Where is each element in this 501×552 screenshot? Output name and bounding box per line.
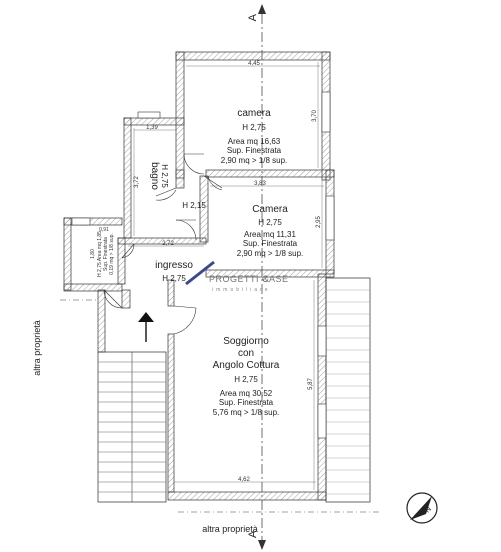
watermark-logo-icon: [185, 260, 215, 286]
closet-info-line-1: H 2,75 Area mq 1,85: [97, 231, 103, 277]
room-soggiorno-window-label: Sup. Finestrata: [219, 398, 274, 407]
room-camera-mid-window-label: Sup. Finestrata: [243, 239, 298, 248]
doors: [103, 153, 223, 335]
room-soggiorno-name-2: con: [238, 348, 254, 359]
room-ingresso-height: H 2,75: [162, 274, 186, 283]
section-line: [258, 4, 266, 550]
room-camera-top-name: camera: [237, 108, 271, 119]
dim-camera-mid-depth: 2,95: [316, 216, 322, 228]
room-camera-mid-height: H 2,75: [258, 218, 282, 227]
windows: [71, 91, 335, 439]
room-camera-top-area: Area mq 16,63: [228, 137, 281, 146]
dim-camera-mid-width: 3,83: [254, 181, 266, 187]
room-soggiorno-name-1: Soggiorno: [223, 336, 269, 347]
dim-camera-top-width: 4,45: [248, 61, 260, 67]
svg-text:N: N: [424, 506, 433, 515]
watermark-joint: &: [263, 274, 270, 284]
balcony: [325, 277, 371, 503]
dimension-lines: [128, 62, 324, 490]
room-camera-top-window-ratio: 2,90 mq > 1/8 sup.: [221, 156, 288, 165]
room-camera-top-window-label: Sup. Finestrata: [227, 146, 282, 155]
outside-label-left: altra proprietà: [32, 320, 42, 376]
room-camera-top-height: H 2,75: [242, 123, 266, 132]
closet-info-line-2: Sup. Finestrata: [103, 237, 109, 271]
section-marker-bottom: A: [247, 530, 259, 538]
room-bagno-name: bagno: [149, 162, 160, 190]
section-marker-top: A: [247, 13, 259, 21]
room-camera-mid-name: Camera: [252, 204, 288, 215]
dim-ingresso-width: 2,72: [162, 241, 174, 247]
room-ingresso-name: ingresso: [155, 260, 193, 271]
outside-label-bottom: altra proprietà: [202, 524, 258, 534]
room-soggiorno-window-ratio: 5,76 mq > 1/8 sup.: [213, 408, 280, 417]
north-compass-icon: N: [406, 492, 438, 524]
watermark-primary: PROGETTI CASE: [209, 274, 289, 284]
hall-height: H 2,15: [182, 201, 206, 210]
room-soggiorno-name-3: Angolo Cottura: [213, 360, 280, 371]
watermark-secondary: immobiliare: [212, 287, 271, 293]
entrance-arrow-icon: [138, 312, 154, 322]
room-camera-mid-window-ratio: 2,90 mq > 1/8 sup.: [237, 249, 304, 258]
dim-closet-depth: 1,80: [90, 249, 96, 259]
dim-soggiorno-depth: 5,87: [308, 378, 314, 390]
room-camera-mid-area: Area mq 11,31: [244, 230, 296, 239]
dim-bagno-width: 1,39: [146, 125, 158, 131]
dim-soggiorno-width: 4,62: [238, 477, 250, 483]
dim-closet-width: 0,91: [99, 227, 109, 233]
room-soggiorno-height: H 2,75: [234, 375, 258, 384]
room-soggiorno-area: Area mq 30,52: [220, 389, 273, 398]
dim-camera-top-depth: 3,70: [312, 110, 318, 122]
room-bagno-height: H 2,75: [160, 164, 169, 188]
dim-bagno-depth: 3,72: [134, 176, 140, 188]
closet-info-line-3: 0,19 mq > 1/8 sup.: [109, 233, 115, 275]
stairwell: [97, 351, 167, 503]
